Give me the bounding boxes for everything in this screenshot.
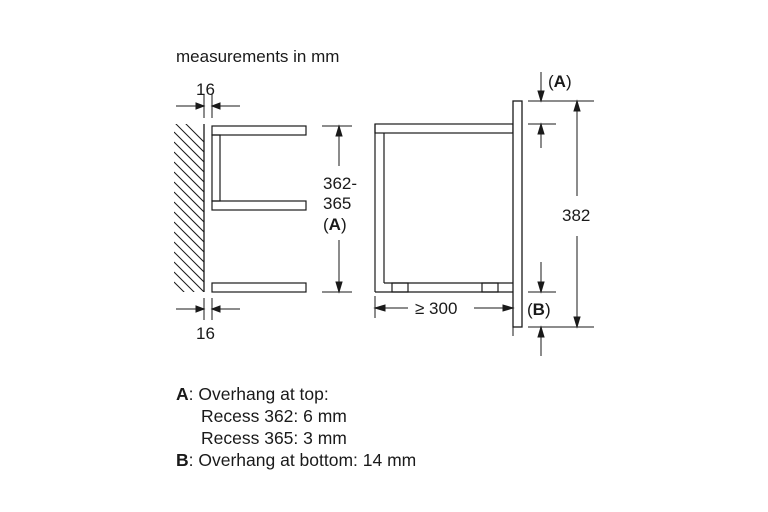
side-gap-dimension-top	[176, 94, 240, 118]
legend-b-text: : Overhang at bottom: 14 mm	[188, 450, 417, 470]
side-gap-dimension-bottom	[176, 298, 240, 320]
niche-height-dimension	[322, 124, 352, 294]
appliance-front-panel	[512, 100, 523, 328]
legend-a-row: A: Overhang at top:	[176, 383, 416, 405]
overhang-b-marker	[528, 262, 594, 356]
legend-b-key: B	[176, 450, 189, 470]
legend-a-line2: Recess 365: 3 mm	[201, 428, 347, 448]
legend-b-row: B: Overhang at bottom: 14 mm	[176, 449, 416, 471]
wall-hatching	[174, 124, 204, 292]
marker-a-label: (A)	[548, 72, 572, 91]
legend-a-title: : Overhang at top:	[188, 384, 329, 404]
marker-b-label: (B)	[527, 300, 551, 319]
legend-a-line1: Recess 362: 6 mm	[201, 406, 347, 426]
legend-a-key: A	[176, 384, 189, 404]
appliance-body	[374, 123, 514, 293]
niche-height-label-2: 365	[323, 194, 351, 213]
side-gap-label-top: 16	[196, 80, 215, 99]
side-gap-label-bottom: 16	[196, 324, 215, 343]
depth-label: ≥ 300	[415, 299, 457, 318]
cabinet-niche	[211, 125, 307, 293]
legend: A: Overhang at top: Recess 362: 6 mm Rec…	[176, 383, 416, 471]
front-height-label: 382	[562, 206, 590, 225]
front-height-dimension	[573, 99, 581, 329]
depth-dimension	[373, 296, 515, 336]
units-note: measurements in mm	[176, 47, 339, 66]
niche-height-label-1: 362-	[323, 174, 357, 193]
niche-height-ref: (A)	[323, 215, 347, 234]
overhang-a-marker	[528, 72, 594, 148]
